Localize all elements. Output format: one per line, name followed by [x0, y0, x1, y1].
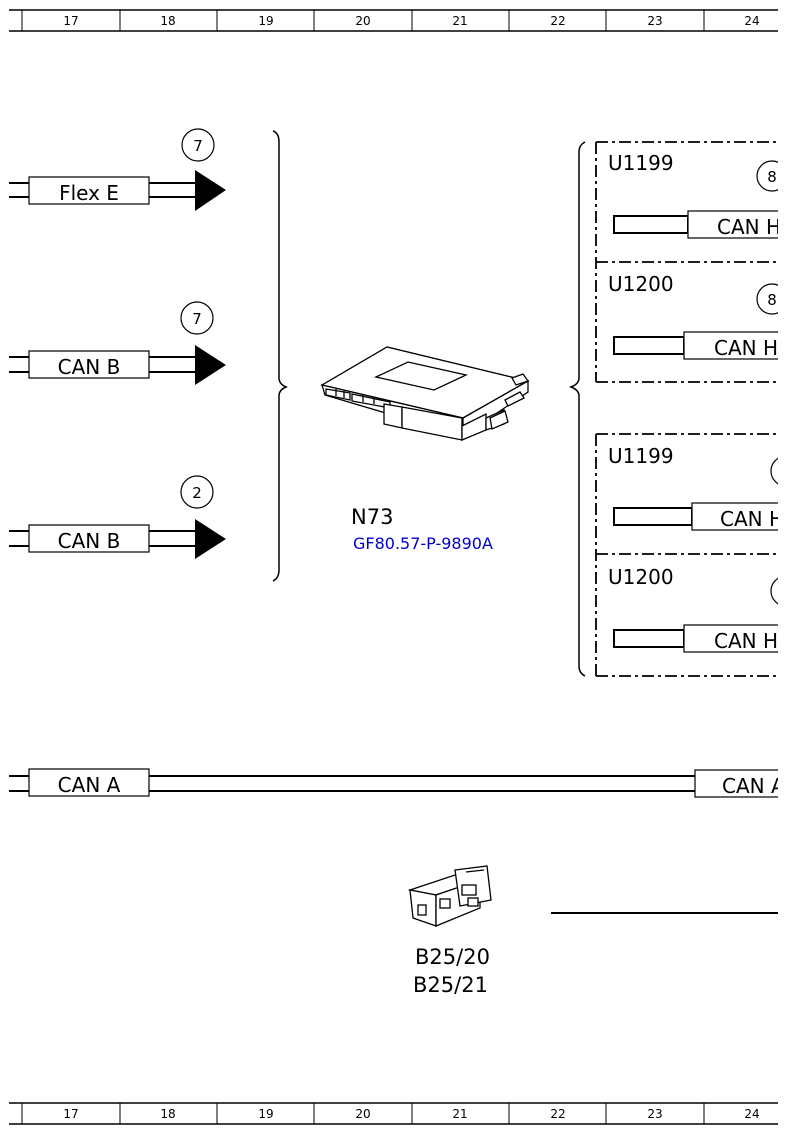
marker-number: 7 [192, 310, 202, 328]
ruler-col-24: 24 [744, 1107, 759, 1121]
can-a-bus[interactable]: CAN A CAN A [9, 768, 787, 798]
marker-circle [770, 577, 778, 605]
bus-label-left: CAN A [58, 773, 121, 797]
ruler-col-19: 19 [258, 14, 273, 28]
ruler-col-19: 19 [258, 1107, 273, 1121]
component-reference-link[interactable]: GF80.57-P-9890A [353, 534, 493, 553]
ruler-col-17: 17 [63, 14, 78, 28]
control-unit-icon[interactable] [320, 346, 530, 441]
connector-u1200-bottom[interactable]: U1200 CAN H [608, 565, 787, 653]
left-brace [272, 130, 288, 582]
signal-can-b-1[interactable]: CAN B 7 [9, 301, 226, 385]
signal-label: CAN H [714, 336, 778, 360]
bottom-ruler: 17 18 19 20 21 22 23 24 [9, 1102, 778, 1125]
signal-can-b-2[interactable]: CAN B 2 [9, 475, 226, 559]
signal-label: CAN H [720, 507, 784, 531]
sensor-connector-icon[interactable] [407, 865, 492, 927]
marker-circle [756, 160, 778, 192]
marker-circle [770, 457, 778, 485]
marker-number: 8 [767, 291, 777, 309]
marker-circle [181, 128, 215, 162]
ruler-col-17: 17 [63, 1107, 78, 1121]
ruler-col-20: 20 [355, 1107, 370, 1121]
signal-label: CAN H [714, 629, 778, 653]
connector-u1199-top[interactable]: U1199 8 CAN H [608, 151, 787, 239]
connector-label: U1199 [608, 151, 674, 175]
arrow-right-icon [195, 170, 226, 211]
ruler-col-21: 21 [452, 14, 467, 28]
signal-flex-e[interactable]: Flex E 7 [9, 128, 226, 211]
connector-u1199-bottom[interactable]: U1199 CAN H [608, 444, 787, 531]
signal-label: CAN B [58, 355, 121, 379]
ruler-col-22: 22 [550, 14, 565, 28]
bus-label-right: CAN A [722, 774, 785, 798]
component-name: N73 [351, 505, 393, 529]
ruler-col-18: 18 [160, 1107, 175, 1121]
ruler-col-22: 22 [550, 1107, 565, 1121]
connector-enclosure-top [595, 141, 778, 383]
signal-label: CAN B [58, 529, 121, 553]
connector-label: U1200 [608, 272, 674, 296]
sensor-name-2: B25/21 [413, 973, 488, 997]
right-brace [568, 141, 586, 677]
marker-number: 2 [192, 484, 202, 502]
connector-enclosure-bottom [595, 433, 778, 677]
ruler-col-21: 21 [452, 1107, 467, 1121]
ruler-col-20: 20 [355, 14, 370, 28]
ruler-col-23: 23 [647, 14, 662, 28]
arrow-right-icon [195, 519, 226, 559]
arrow-right-icon [195, 345, 226, 385]
marker-circle [180, 475, 214, 509]
ruler-col-24: 24 [744, 14, 759, 28]
connector-u1200-top[interactable]: U1200 8 CAN H [608, 272, 787, 360]
signal-label: Flex E [59, 181, 119, 205]
connector-label: U1200 [608, 565, 674, 589]
ruler-col-23: 23 [647, 1107, 662, 1121]
marker-circle [756, 283, 778, 315]
marker-number: 8 [767, 168, 777, 186]
sensor-name-1: B25/20 [415, 945, 490, 969]
ruler-col-18: 18 [160, 14, 175, 28]
signal-label: CAN H [717, 215, 781, 239]
top-ruler: 17 18 19 20 21 22 23 24 [9, 9, 778, 32]
marker-circle [180, 301, 214, 335]
marker-number: 7 [193, 137, 203, 155]
connector-label: U1199 [608, 444, 674, 468]
